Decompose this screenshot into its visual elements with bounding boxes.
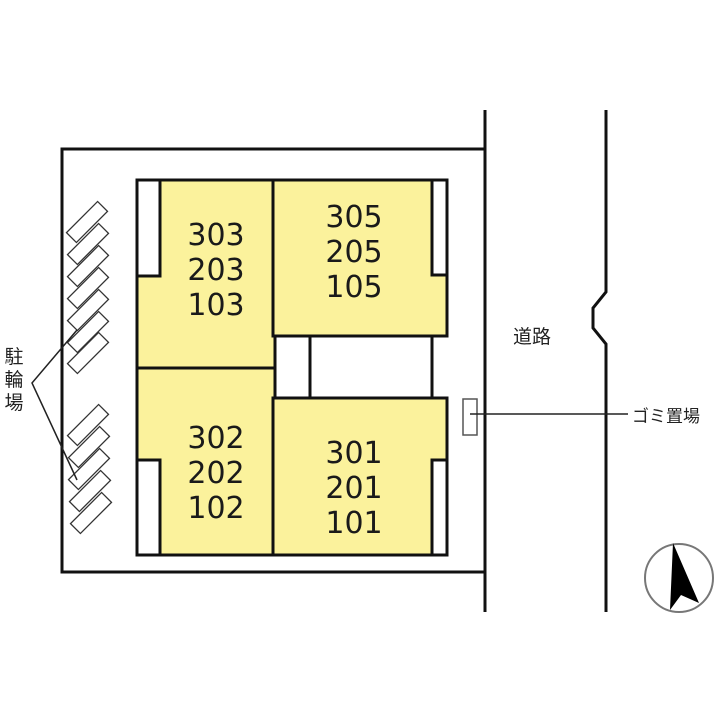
bicycle-parking-leader <box>31 329 78 481</box>
unit-number: 201 <box>325 471 383 506</box>
garbage-area-box <box>462 398 478 436</box>
bicycle-racks-lower <box>66 403 113 535</box>
balcony <box>430 178 449 277</box>
unit-302 <box>135 366 277 557</box>
unit-303 <box>135 178 277 370</box>
unit-number: 303 <box>187 218 245 253</box>
unit-number: 105 <box>325 270 383 305</box>
lot-boundary <box>60 147 485 574</box>
bicycle-parking-label: 駐 輪 場 <box>3 346 25 415</box>
unit-number: 202 <box>187 456 245 491</box>
label-char: 駐 <box>4 346 24 368</box>
balcony <box>135 458 162 557</box>
unit-301 <box>271 396 449 557</box>
unit-label-303: 303 203 103 <box>176 218 256 323</box>
balcony <box>430 458 449 557</box>
road-label: 道路 <box>513 326 552 348</box>
road-edge-right <box>591 110 608 612</box>
bicycle-racks-upper <box>65 200 110 375</box>
unit-number: 102 <box>187 491 245 526</box>
unit-label-301: 301 201 101 <box>314 436 394 541</box>
unit-number: 305 <box>325 200 383 235</box>
garbage-area-label: ゴミ置場 <box>632 407 700 427</box>
unit-label-305: 305 205 105 <box>314 200 394 305</box>
unit-number: 205 <box>325 235 383 270</box>
unit-number: 301 <box>325 436 383 471</box>
unit-number: 302 <box>187 421 245 456</box>
unit-label-302: 302 202 102 <box>176 421 256 526</box>
unit-number: 103 <box>187 288 245 323</box>
north-arrow-icon <box>644 543 714 613</box>
label-char: 輪 <box>4 369 24 391</box>
unit-number: 101 <box>325 506 383 541</box>
center-corridor <box>308 334 434 400</box>
balcony <box>135 178 162 278</box>
unit-number: 203 <box>187 253 245 288</box>
unit-305 <box>271 178 449 338</box>
label-char: 場 <box>4 392 24 414</box>
